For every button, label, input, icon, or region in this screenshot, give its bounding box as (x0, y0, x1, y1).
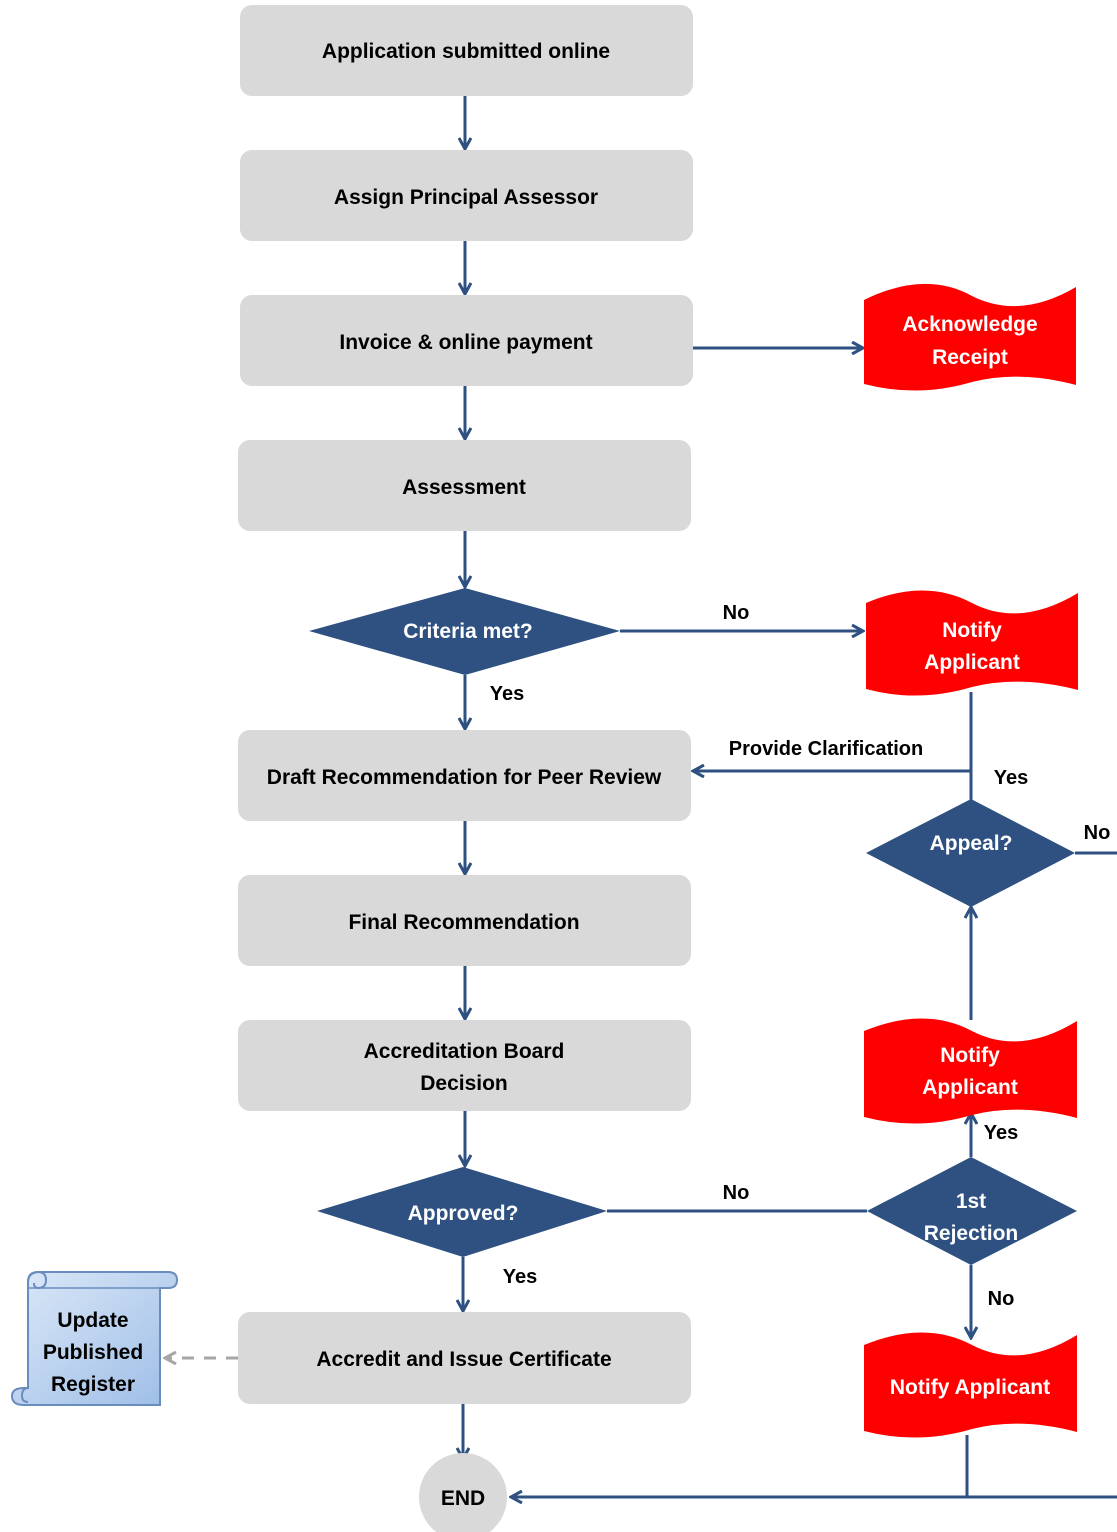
scroll-update-register: Update Published Register (10, 1270, 179, 1406)
document-label-line2: Applicant (922, 1076, 1018, 1099)
document-label-line1: Notify (940, 1044, 1000, 1067)
process-label: Final Recommendation (348, 911, 579, 934)
process-assign-assessor: Assign Principal Assessor (240, 150, 693, 241)
process-application-submitted: Application submitted online (240, 5, 693, 96)
edge-label-criteria-yes: Yes (490, 683, 524, 705)
decision-label: Appeal? (930, 832, 1013, 855)
document-notify-applicant-2: Notify Applicant (864, 1018, 1077, 1124)
process-label: Draft Recommendation for Peer Review (267, 766, 662, 789)
edge-label-provide-clarification: Provide Clarification (729, 738, 924, 760)
process-final-recommendation: Final Recommendation (238, 875, 691, 966)
process-label: Assessment (402, 476, 526, 499)
decision-appeal: Appeal? (866, 799, 1075, 907)
process-label: Assign Principal Assessor (334, 186, 598, 209)
edge-label-appeal-no: No (1084, 822, 1111, 844)
document-label-line2: Applicant (924, 651, 1020, 674)
end-label: END (441, 1487, 485, 1510)
decision-label: Criteria met? (403, 620, 533, 643)
decision-label-line1: 1st (956, 1190, 986, 1213)
process-label-line1: Accreditation Board (364, 1040, 565, 1063)
edge-label-criteria-no: No (723, 602, 750, 624)
process-label: Accredit and Issue Certificate (316, 1348, 611, 1371)
document-notify-applicant-1: Notify Applicant (866, 590, 1078, 696)
edge-label-approved-yes: Yes (503, 1266, 537, 1288)
process-board-decision: Accreditation Board Decision (238, 1020, 691, 1111)
connectors (463, 96, 1117, 1497)
decision-criteria-met: Criteria met? (309, 588, 620, 675)
process-assessment: Assessment (238, 440, 691, 531)
scroll-label-line1: Update (57, 1309, 128, 1332)
document-label-line1: Notify (942, 619, 1002, 642)
process-label: Application submitted online (322, 40, 610, 63)
edge-label-rejection-no: No (988, 1288, 1015, 1310)
decision-label-line2: Rejection (924, 1222, 1019, 1245)
end-terminator: END (419, 1453, 507, 1532)
document-label-line1: Acknowledge (902, 313, 1037, 336)
process-invoice-payment: Invoice & online payment (240, 295, 693, 386)
decision-label: Approved? (408, 1202, 519, 1225)
document-notify-applicant-3: Notify Applicant (864, 1332, 1077, 1438)
process-label-line2: Decision (420, 1072, 508, 1095)
edge-label-appeal-yes: Yes (994, 767, 1028, 789)
scroll-label-line3: Register (51, 1373, 135, 1396)
scroll-label-line2: Published (43, 1341, 143, 1364)
decision-approved: Approved? (317, 1167, 607, 1257)
document-label: Notify Applicant (890, 1376, 1050, 1399)
process-draft-recommendation: Draft Recommendation for Peer Review (238, 730, 691, 821)
document-label-line2: Receipt (932, 346, 1008, 369)
document-acknowledge-receipt: Acknowledge Receipt (864, 283, 1076, 391)
decision-first-rejection: 1st Rejection (867, 1157, 1077, 1265)
process-label: Invoice & online payment (339, 331, 592, 354)
process-accredit-issue: Accredit and Issue Certificate (238, 1312, 691, 1404)
edge-label-notify-yes: Yes (984, 1122, 1018, 1144)
edge-label-approved-no: No (723, 1182, 750, 1204)
